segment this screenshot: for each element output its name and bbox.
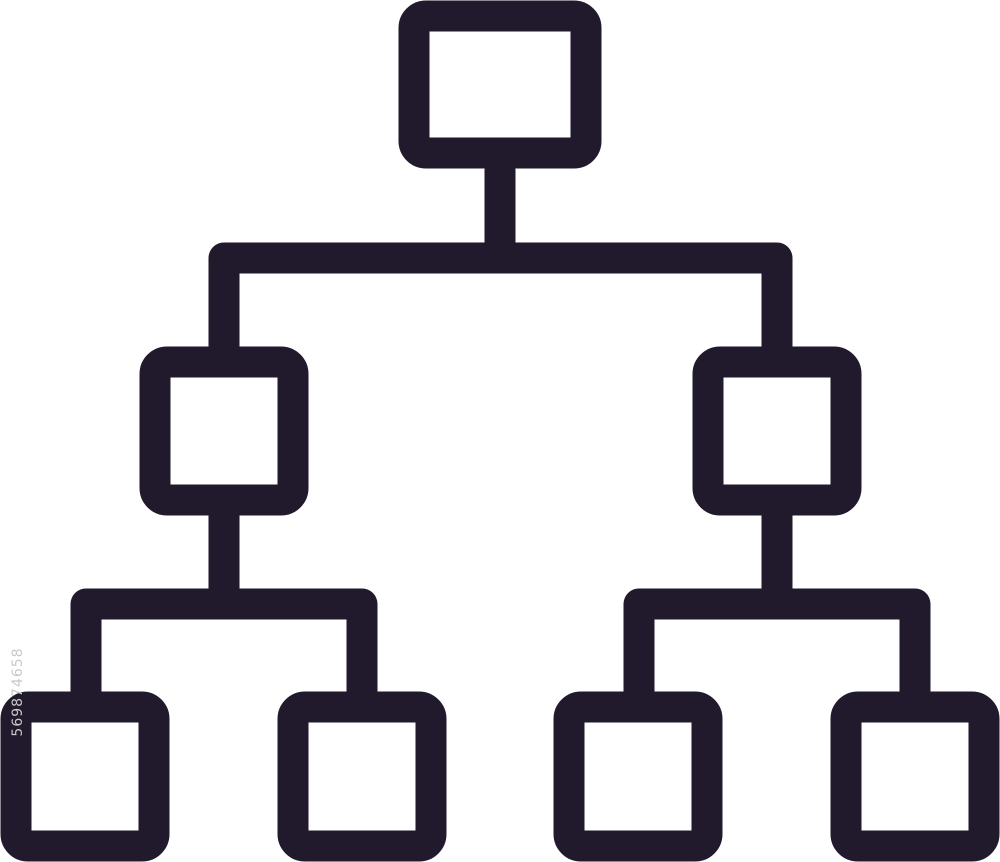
connector-root-to-branches [208,154,793,371]
connector-left-branch [70,499,378,716]
root-node-box [398,0,602,169]
leaf-node-box-1 [0,691,170,862]
connector-right-branch [623,499,931,716]
level2-left-node-box [139,346,309,516]
level2-right-node-box [692,346,862,516]
leaf-node-box-3 [553,691,723,862]
leaf-node-box-4 [830,691,1000,862]
leaf-node-box-2 [277,691,447,862]
